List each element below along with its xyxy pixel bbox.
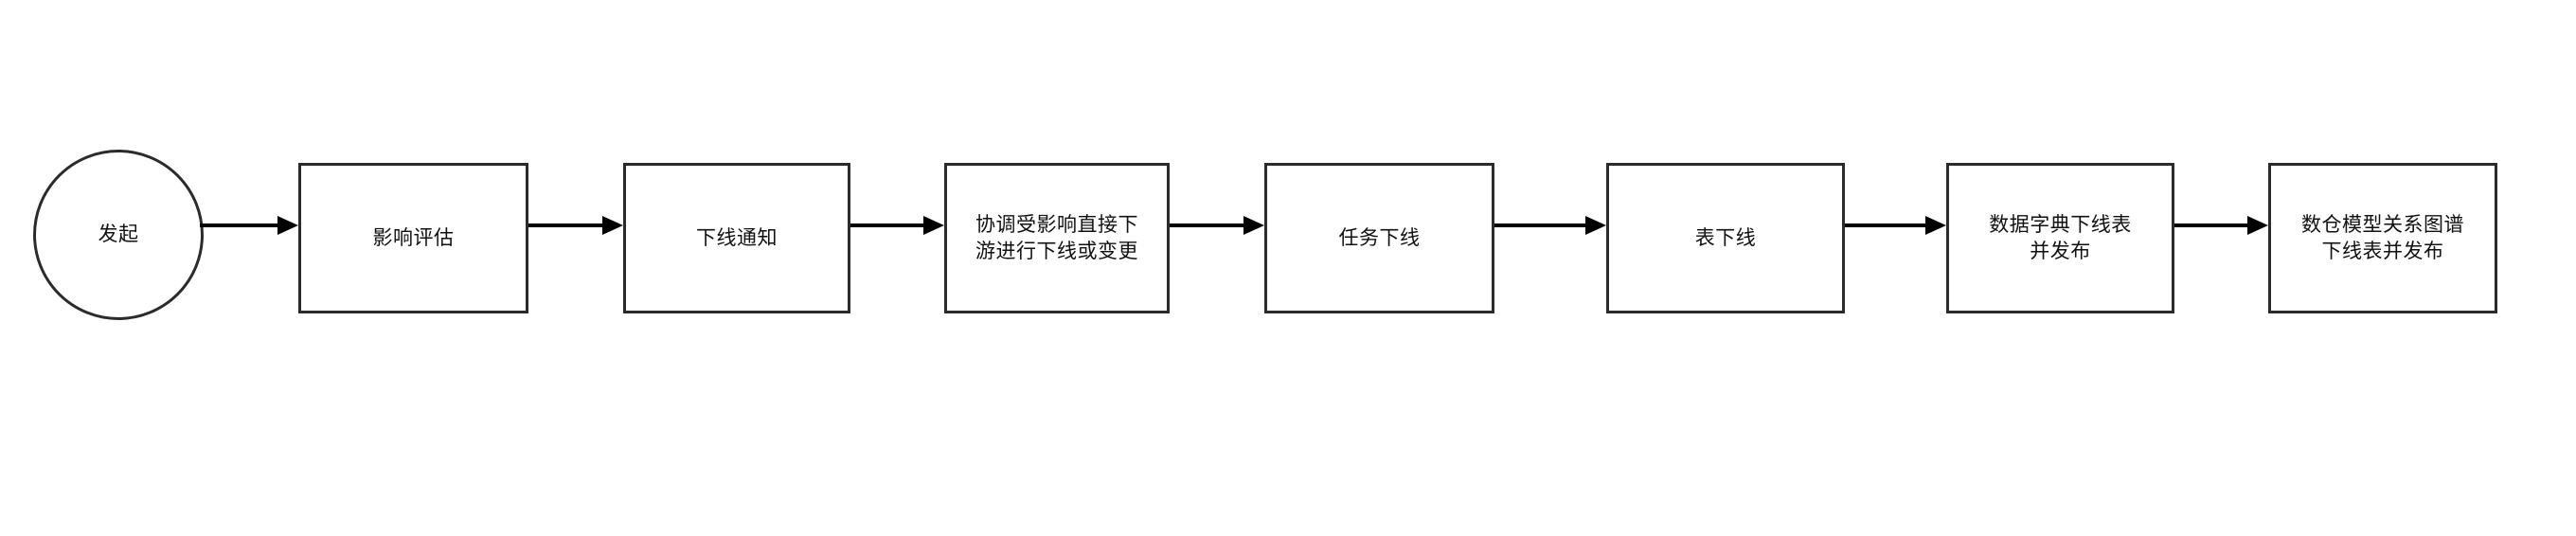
- node-label: 数据字典下线表 并发布: [1989, 213, 2132, 262]
- node-label: 表下线: [1694, 226, 1757, 249]
- arrow-connector-5: [1494, 213, 1606, 238]
- node-impact-assessment[interactable]: 影响评估: [298, 163, 528, 313]
- arrow-connector-6: [1845, 213, 1946, 238]
- arrow-connector-4: [1170, 213, 1264, 238]
- node-label: 任务下线: [1338, 226, 1421, 249]
- node-data-dictionary-offline-publish[interactable]: 数据字典下线表 并发布: [1946, 163, 2174, 313]
- node-table-offline[interactable]: 表下线: [1606, 163, 1845, 313]
- node-start[interactable]: 发起: [33, 150, 204, 320]
- node-label: 下线通知: [696, 226, 778, 249]
- node-label: 协调受影响直接下 游进行下线或变更: [975, 213, 1138, 262]
- arrow-connector-3: [850, 213, 944, 238]
- arrow-connector-7: [2174, 213, 2268, 238]
- node-warehouse-model-graph-offline-publish[interactable]: 数仓模型关系图谱 下线表并发布: [2268, 163, 2497, 313]
- node-label: 数仓模型关系图谱 下线表并发布: [2301, 213, 2464, 262]
- node-offline-notification[interactable]: 下线通知: [623, 163, 850, 313]
- node-coordinate-downstream[interactable]: 协调受影响直接下 游进行下线或变更: [944, 163, 1170, 313]
- arrow-connector-2: [528, 213, 623, 238]
- node-label: 影响评估: [372, 226, 455, 249]
- node-label: 发起: [98, 223, 139, 246]
- node-task-offline[interactable]: 任务下线: [1264, 163, 1494, 313]
- arrow-connector-1: [200, 213, 298, 238]
